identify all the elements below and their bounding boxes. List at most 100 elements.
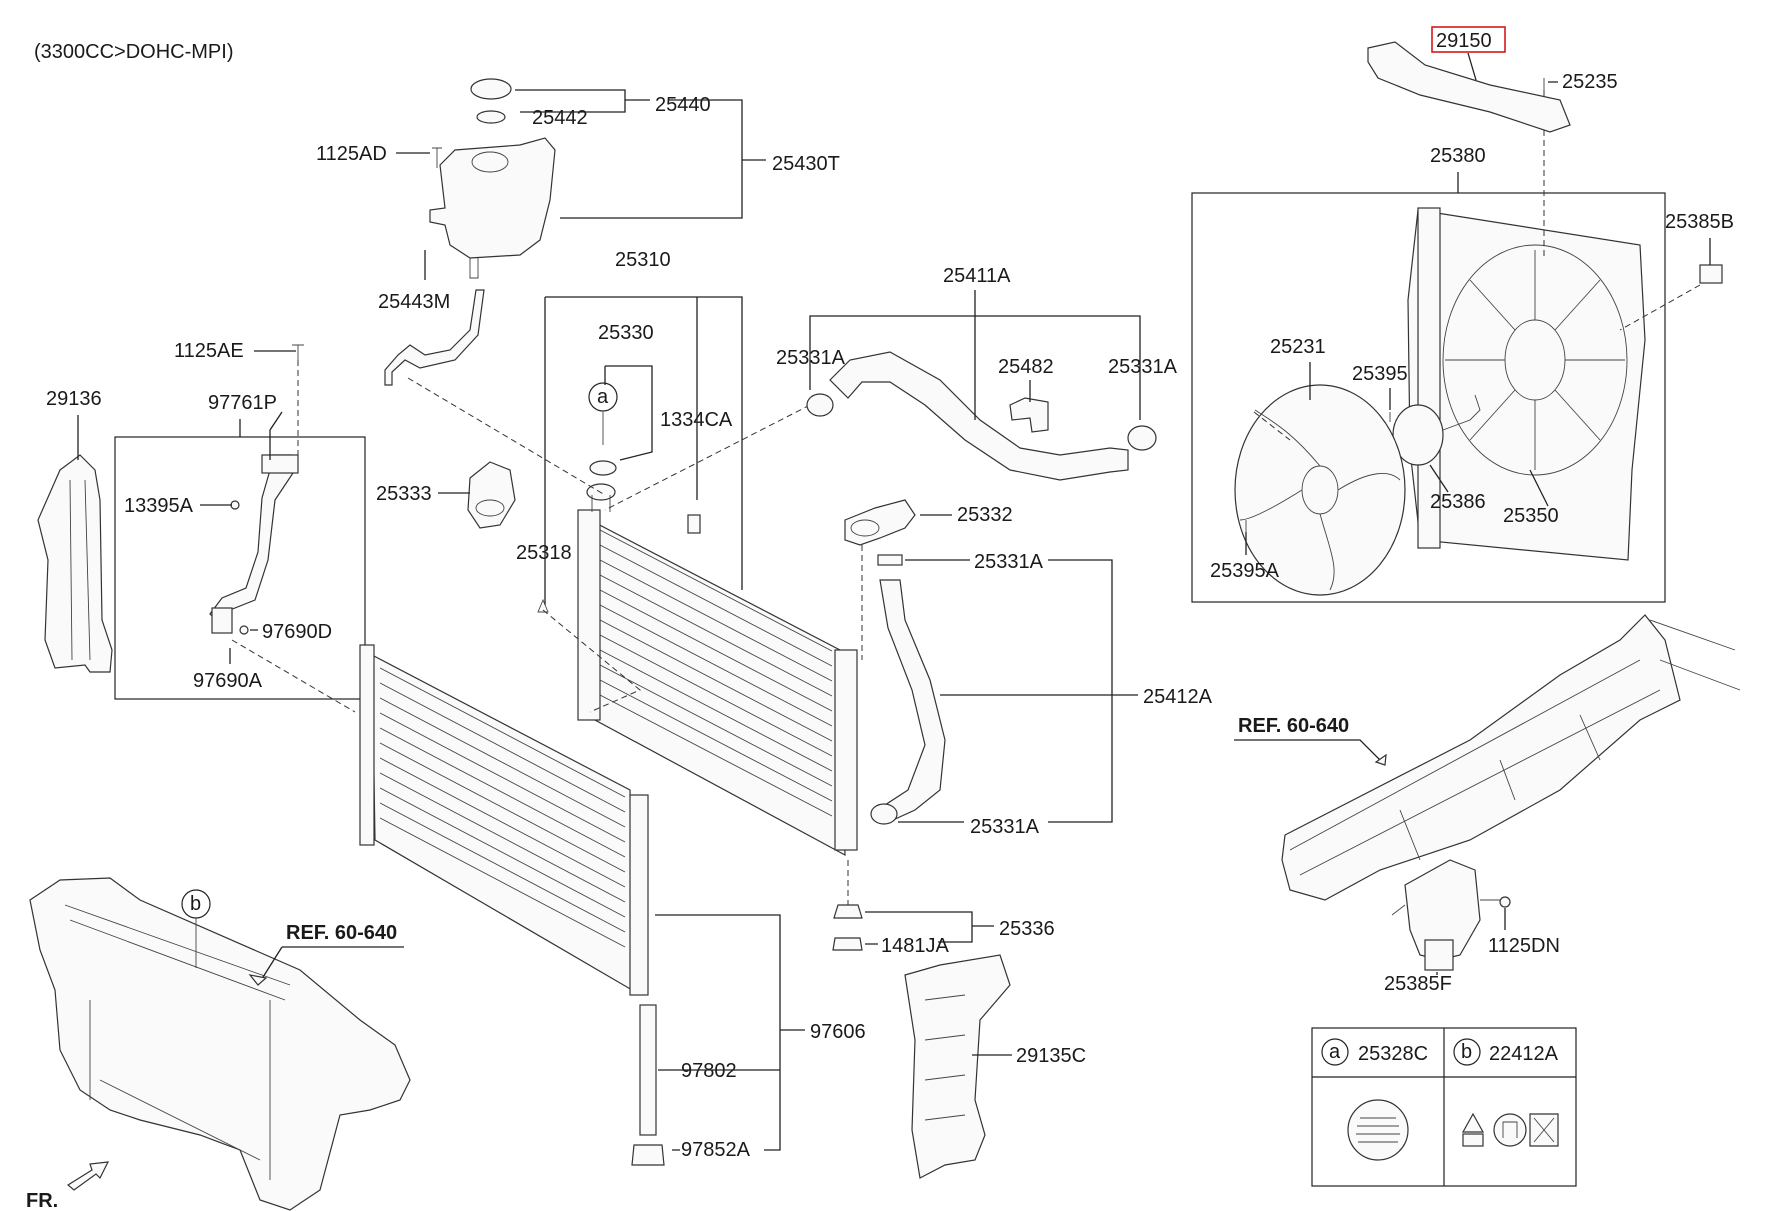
fan-blade-25231-icon: [1234, 384, 1406, 596]
engine-note: (3300CC>DOHC-MPI): [34, 41, 233, 63]
label-25333: 25333: [376, 483, 432, 505]
radiator-left-tank-icon: [577, 509, 601, 721]
label-97606: 97606: [810, 1021, 866, 1043]
hose-clamp-upper-right-icon: [1127, 425, 1157, 451]
overflow-hose-icon: [384, 289, 485, 386]
condenser-assembly: [359, 644, 665, 1166]
label-25440: 25440: [655, 94, 711, 116]
reservoir-tank-assembly: [384, 78, 556, 386]
label-25318: 25318: [516, 542, 572, 564]
legend-a-part: 25328C: [1358, 1043, 1428, 1065]
label-97852A: 97852A: [681, 1139, 751, 1161]
ref-label-side-member: REF. 60-640: [1238, 715, 1349, 737]
label-13395A: 13395A: [124, 495, 194, 517]
ac-pipe-fitting-icon: [261, 454, 299, 474]
bolt-13395A-icon: [230, 500, 240, 510]
label-25331A-1: 25331A: [776, 347, 846, 369]
fan-shroud-25350-icon: [1407, 209, 1646, 561]
legend-b-circle: [1453, 1038, 1481, 1066]
sensor-25385F-icon: [1404, 859, 1481, 961]
bolt-97690D-icon: [239, 625, 249, 635]
side-member-assembly: [1281, 614, 1741, 971]
highlighted-part-box: [1431, 26, 1506, 53]
label-25332: 25332: [957, 504, 1013, 526]
label-29150: 29150: [1436, 30, 1492, 52]
label-25482: 25482: [998, 356, 1054, 378]
label-1125AD: 1125AD: [316, 143, 387, 165]
legend-b-letter: b: [1461, 1041, 1472, 1063]
ref-arrow-side-icon: [1374, 753, 1387, 766]
label-25386: 25386: [1430, 491, 1486, 513]
cap-seal-icon: [476, 110, 506, 124]
label-25331A-3: 25331A: [974, 551, 1044, 573]
side-member-icon: [1281, 614, 1681, 901]
hose-clamp-upper-left-icon: [806, 393, 834, 417]
label-25380: 25380: [1430, 145, 1486, 167]
ref-label-front-frame: REF. 60-640: [286, 922, 397, 944]
label-25350: 25350: [1503, 505, 1559, 527]
label-25231: 25231: [1270, 336, 1326, 358]
side-bracket-29136-icon: [37, 454, 113, 673]
label-29135C: 29135C: [1016, 1045, 1086, 1067]
upper-hose-assembly: [806, 351, 1157, 481]
radiator-right-tank-icon: [834, 649, 858, 851]
label-25430T: 25430T: [772, 153, 840, 175]
bracket-25332-icon: [844, 499, 916, 546]
bracket-25333-icon: [467, 461, 516, 529]
ac-line-assembly: [209, 344, 304, 635]
label-25336: 25336: [999, 918, 1055, 940]
ac-pipe-block-icon: [211, 607, 233, 634]
connector-25385B-icon: [1699, 264, 1723, 284]
reservoir-tank-icon: [429, 137, 556, 259]
carrier-frame-icon: [29, 877, 411, 1211]
label-25385B: 25385B: [1665, 211, 1734, 233]
radiator-cap-icon: [586, 483, 616, 501]
drain-plug-25336-icon: [833, 904, 863, 919]
label-97802: 97802: [681, 1060, 737, 1082]
ac-line-group-box: [114, 436, 366, 700]
ref-arrow-front-icon: [248, 974, 268, 986]
callout-b-letter: b: [190, 893, 201, 915]
label-25412A: 25412A: [1143, 686, 1213, 708]
bracket-1334CA-icon: [687, 514, 701, 534]
upper-deflector-29150-icon: [1367, 41, 1571, 133]
label-25331A-4: 25331A: [970, 816, 1040, 838]
front-end-carrier: b: [29, 877, 411, 1211]
front-arrow-icon: [66, 1161, 110, 1191]
legend-table: a 25328C b 22412A: [1311, 1027, 1577, 1187]
label-25395A: 25395A: [1210, 560, 1280, 582]
label-97690D: 97690D: [262, 621, 332, 643]
label-25235: 25235: [1562, 71, 1618, 93]
label-29136: 29136: [46, 388, 102, 410]
legend-b-part: 22412A: [1489, 1043, 1559, 1065]
bolt-1125DN-icon: [1499, 896, 1511, 908]
label-25411A: 25411A: [943, 265, 1011, 287]
legend-b-label-icon: [1461, 1112, 1559, 1147]
hose-clamp-lower-bottom-icon: [870, 803, 898, 825]
label-25330: 25330: [598, 322, 654, 344]
legend-a-circle: [1321, 1038, 1349, 1066]
drier-cap-icon: [631, 1144, 665, 1166]
front-marker: FR.: [26, 1190, 58, 1211]
legend-a-letter: a: [1329, 1041, 1341, 1063]
condenser-right-tank-icon: [629, 794, 649, 996]
callout-a: [588, 382, 618, 412]
callout-a-letter: a: [597, 386, 609, 408]
label-25331A-2: 25331A: [1108, 356, 1178, 378]
label-25442: 25442: [532, 107, 588, 129]
label-97761P: 97761P: [208, 392, 277, 414]
reservoir-cap-icon: [470, 78, 512, 100]
air-guard-29135C-icon: [904, 954, 1011, 1179]
hose-clamp-lower-top-icon: [877, 554, 903, 566]
label-25310: 25310: [615, 249, 671, 271]
radiator-label-a-icon: [589, 460, 617, 476]
upper-hose-icon: [829, 351, 1129, 481]
fan-shroud-assembly: [1234, 78, 1723, 596]
legend-a-label-icon: [1347, 1099, 1409, 1161]
receiver-drier-icon: [639, 1004, 657, 1136]
radiator-assembly: [577, 483, 858, 857]
label-1125DN: 1125DN: [1488, 935, 1560, 957]
sensor-connector-icon: [1424, 939, 1454, 971]
label-25443M: 25443M: [378, 291, 450, 313]
label-97690A: 97690A: [193, 670, 263, 692]
